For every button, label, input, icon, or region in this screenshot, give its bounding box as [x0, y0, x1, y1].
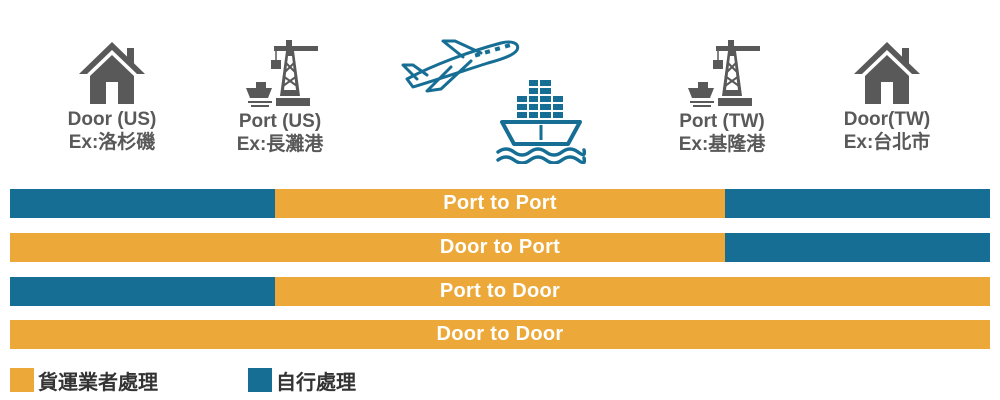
- node-example: Ex:長灘港: [236, 134, 324, 155]
- service-bar-door-to-door: Door to Door: [10, 320, 990, 349]
- node-example: Ex:洛杉磯: [68, 132, 156, 153]
- self-handled-segment: [10, 277, 275, 306]
- port-crane-icon: [688, 40, 760, 107]
- legend-label: 自行處理: [276, 371, 356, 394]
- node-example: Ex:台北市: [843, 132, 931, 153]
- self-handled-segment: [725, 189, 990, 218]
- node-label: Port (TW): [679, 111, 765, 132]
- port-crane-icon: [246, 40, 318, 107]
- legend-item-outsourced: 貨運業者處理: [10, 368, 158, 394]
- service-bar-label: Port to Door: [439, 280, 561, 302]
- node-label: Port (US): [238, 111, 322, 132]
- node-label: Door (US): [67, 109, 157, 130]
- service-bar-label: Door to Door: [436, 323, 564, 345]
- self-handled-segment: [10, 189, 275, 218]
- service-bar-port-to-port: Port to Port: [10, 189, 990, 218]
- airplane-icon: [401, 39, 520, 93]
- legend-label: 貨運業者處理: [38, 371, 158, 394]
- service-bar-label: Port to Port: [443, 192, 557, 214]
- node-example: Ex:基隆港: [678, 134, 766, 155]
- house-icon: [79, 42, 145, 104]
- house-icon: [854, 42, 920, 104]
- node-door-us: Door (US) Ex:洛杉磯: [37, 38, 187, 154]
- node-door-tw: Door(TW) Ex:台北市: [812, 38, 962, 154]
- service-bar-door-to-port: Door to Port: [10, 233, 990, 262]
- service-bar-label: Door to Port: [439, 236, 561, 258]
- node-port-us: Port (US) Ex:長灘港: [205, 38, 355, 156]
- legend-swatch-blue: [248, 368, 272, 392]
- legend-item-self: 自行處理: [248, 368, 356, 394]
- service-bar-port-to-door: Port to Door: [10, 277, 990, 306]
- node-port-tw: Port (TW) Ex:基隆港: [647, 38, 797, 156]
- legend-swatch-orange: [10, 368, 34, 392]
- self-handled-segment: [725, 233, 990, 262]
- node-label: Door(TW): [843, 109, 931, 130]
- cargo-ship-icon: [496, 80, 586, 164]
